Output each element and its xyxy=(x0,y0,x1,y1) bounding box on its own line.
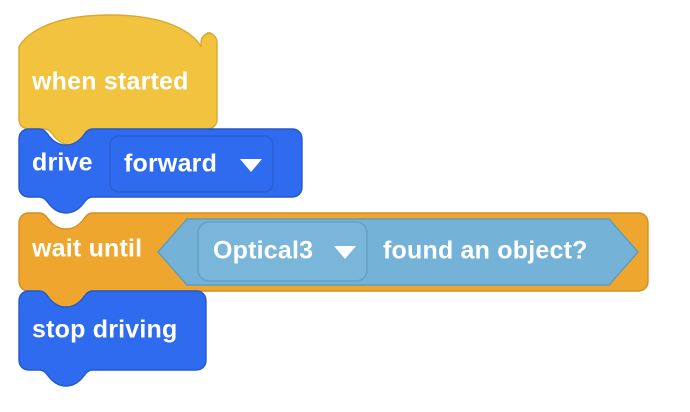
block-drive[interactable]: drive forward xyxy=(18,128,303,214)
when-started-label: when started xyxy=(31,68,189,96)
sensor-field[interactable] xyxy=(197,221,368,282)
boolean-optical-found-object[interactable]: Optical3 found an object? xyxy=(157,218,639,286)
drive-direction-field[interactable] xyxy=(109,135,274,193)
drive-label: drive xyxy=(32,149,93,177)
block-stop-driving[interactable]: stop driving xyxy=(18,290,207,387)
chevron-down-icon[interactable] xyxy=(334,246,356,259)
when-started-shape[interactable] xyxy=(18,14,218,146)
stop-driving-label: stop driving xyxy=(32,316,177,344)
chevron-down-icon[interactable] xyxy=(240,159,262,172)
sensor-value: Optical3 xyxy=(213,237,313,265)
wait-until-label: wait until xyxy=(31,235,142,263)
drive-direction-value: forward xyxy=(124,150,217,178)
stop-driving-shape[interactable] xyxy=(18,290,207,387)
block-when-started[interactable]: when started xyxy=(18,14,218,146)
sensor-dropdown[interactable]: Optical3 xyxy=(197,221,368,282)
block-wait-until[interactable]: wait until Optical3 found an object? xyxy=(18,212,649,308)
drive-direction-dropdown[interactable]: forward xyxy=(109,135,274,193)
boolean-predicate-label: found an object? xyxy=(383,237,588,265)
